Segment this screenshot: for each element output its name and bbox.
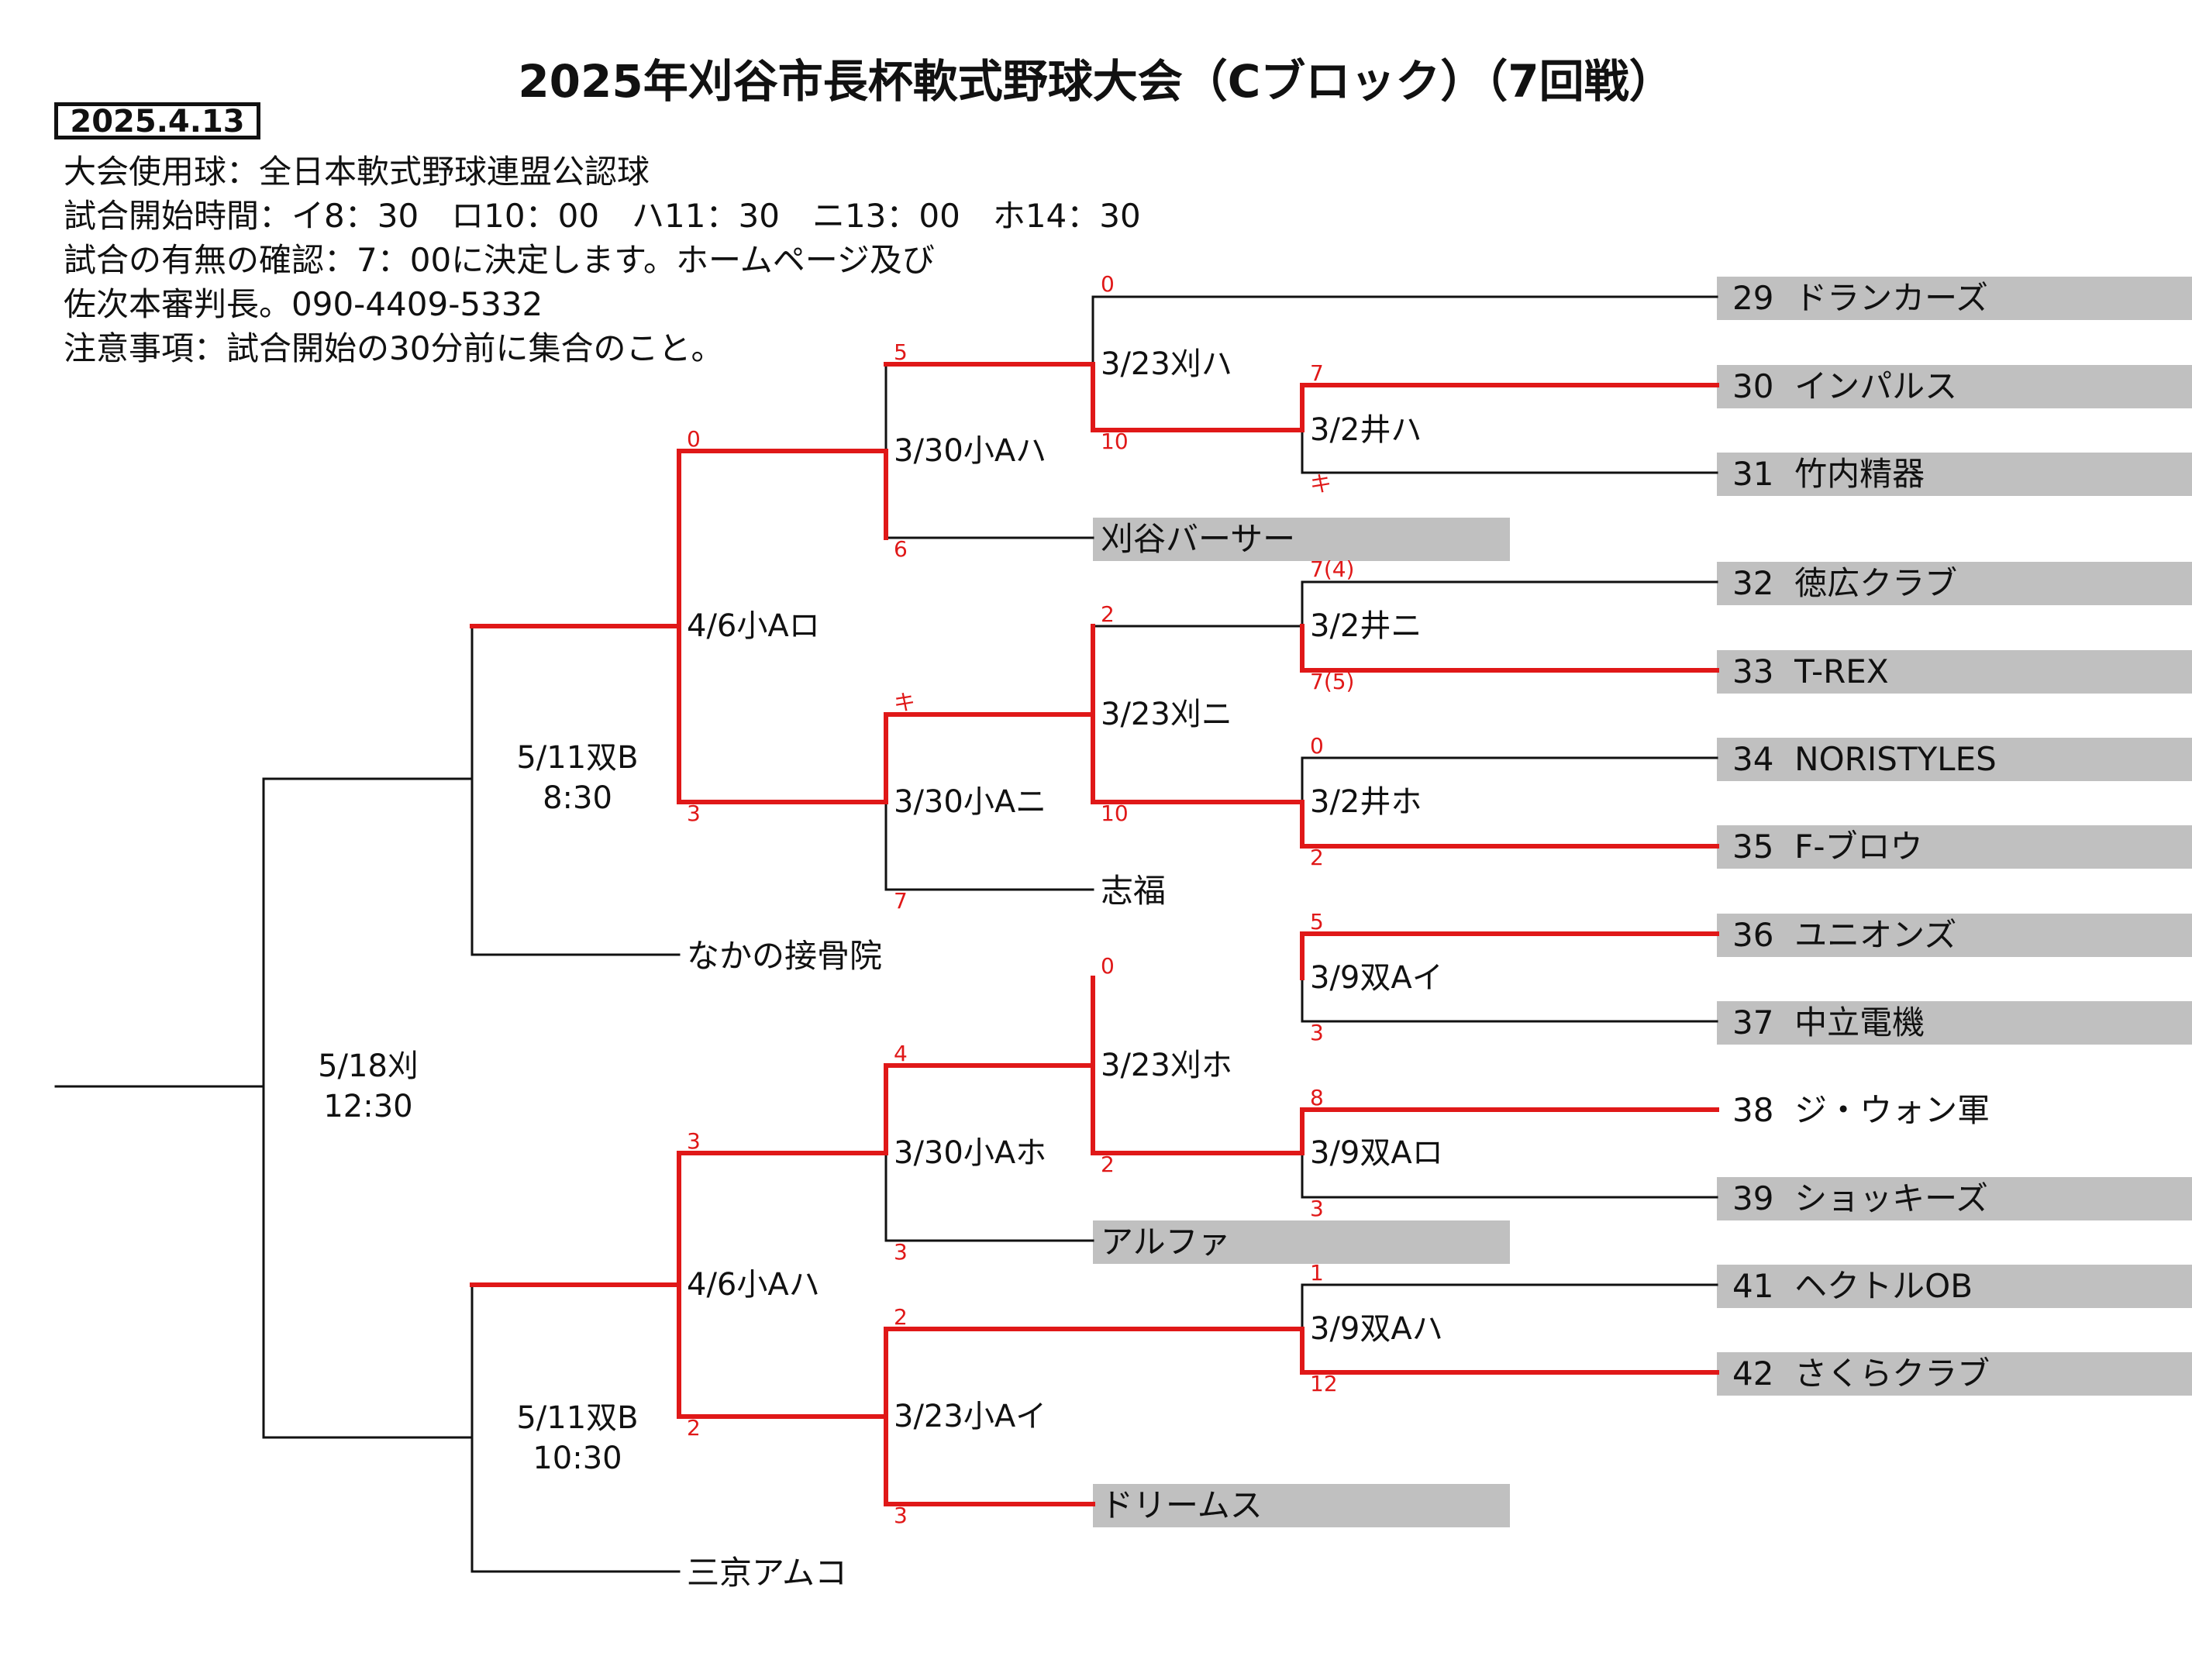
score: 2 [687, 1415, 701, 1441]
score: 7(5) [1310, 669, 1355, 694]
team-38: 38 ジ・ウォン軍 [1732, 1091, 1990, 1129]
match-label: 3/2井ハ [1310, 412, 1422, 448]
score: 0 [1310, 733, 1324, 759]
team-shifuku: 志福 [1101, 872, 1167, 910]
score: 7 [894, 888, 908, 914]
team-nakano-sekkotsuin: なかの接骨院 [687, 937, 883, 975]
team-alpha: アルファ [1101, 1223, 1231, 1261]
team-bar [1717, 825, 2192, 869]
team-bar [1093, 1484, 1510, 1527]
page-title: 2025年刈谷市長杯軟式野球大会（Cブロック）（7回戦） [518, 55, 1674, 108]
team-34: 34 NORISTYLES [1732, 740, 1997, 778]
score: 7(4) [1310, 556, 1355, 582]
team-bar [1717, 914, 2192, 957]
match-time: 8:30 [543, 780, 612, 816]
info-ball: 大会使用球：全日本軟式野球連盟公認球 [64, 153, 650, 191]
final-date: 5/18刈 [318, 1048, 419, 1084]
score: 3 [1310, 1020, 1324, 1045]
score: キ [1310, 471, 1332, 497]
team-bar [1093, 518, 1510, 561]
info-start-times: 試合開始時間：イ8：30 ロ10：00 ハ11：30 ニ13：00 ホ14：30 [64, 197, 1141, 235]
score: 4 [894, 1041, 908, 1066]
score: 2 [894, 1304, 908, 1330]
info-notes: 注意事項：試合開始の30分前に集合のこと。 [64, 329, 724, 367]
team-41: 41 ヘクトルOB [1732, 1267, 1973, 1305]
score: 2 [1101, 601, 1115, 627]
score: 12 [1310, 1371, 1338, 1396]
score: 3 [894, 1503, 908, 1528]
score: 3 [687, 1128, 701, 1154]
match-time: 10:30 [532, 1441, 622, 1476]
team-36: 36 ユニオンズ [1732, 916, 1957, 954]
team-33: 33 T-REX [1732, 652, 1889, 690]
score: 2 [1310, 845, 1324, 870]
team-29: 29 ドランカーズ [1732, 279, 1989, 317]
score: 3 [894, 1239, 908, 1265]
team-bar [1717, 1177, 2192, 1220]
score: 0 [687, 426, 701, 452]
match-label: 3/9双Aハ [1310, 1311, 1443, 1347]
match-label: 3/23刈ハ [1101, 346, 1232, 382]
team-35: 35 F-ブロウ [1732, 828, 1923, 866]
score: 10 [1101, 429, 1129, 454]
team-31: 31 竹内精器 [1732, 455, 1925, 493]
team-sankyo-amuko: 三京アムコ [687, 1554, 848, 1592]
score: 0 [1101, 953, 1115, 979]
score: キ [894, 690, 916, 715]
score: 1 [1310, 1260, 1324, 1286]
match-label: 4/6小Aロ [687, 608, 820, 644]
team-bar [1717, 562, 2192, 605]
score: 5 [1310, 909, 1324, 935]
team-bar [1717, 1001, 2192, 1045]
score: 2 [1101, 1152, 1115, 1177]
match-label: 3/30小Aホ [894, 1135, 1047, 1171]
team-bar [1093, 1220, 1510, 1264]
match-label: 3/2井ホ [1310, 784, 1422, 820]
final-time: 12:30 [323, 1089, 413, 1124]
match-label: 3/2井ニ [1310, 608, 1422, 644]
match-label: 3/9双Aロ [1310, 1135, 1443, 1171]
match-label: 4/6小Aハ [687, 1267, 820, 1303]
match-label: 3/9双Aイ [1310, 960, 1443, 996]
score: 7 [1310, 360, 1324, 386]
match-label: 3/23刈ホ [1101, 1048, 1232, 1083]
score: 8 [1310, 1085, 1324, 1110]
team-39: 39 ショッキーズ [1732, 1179, 1989, 1217]
score: 6 [894, 536, 908, 562]
match-date: 5/11双B [516, 740, 639, 776]
team-kariya-versa: 刈谷バーサー [1101, 520, 1296, 558]
team-bar [1717, 277, 2192, 320]
team-bar [1717, 1352, 2192, 1396]
score: 3 [687, 800, 701, 826]
score: 3 [1310, 1196, 1324, 1221]
match-label: 3/30小Aハ [894, 433, 1047, 469]
team-30: 30 インパルス [1732, 367, 1958, 405]
team-42: 42 さくらクラブ [1732, 1355, 1990, 1393]
team-37: 37 中立電機 [1732, 1004, 1925, 1041]
score: 0 [1101, 271, 1115, 297]
match-label: 3/23小Aイ [894, 1399, 1047, 1434]
team-bar [1717, 365, 2192, 408]
score: 10 [1101, 800, 1129, 826]
match-label: 3/23刈ニ [1101, 697, 1232, 732]
team-bar [1717, 738, 2192, 781]
match-label: 3/30小Aニ [894, 784, 1047, 820]
team-32: 32 徳広クラブ [1732, 564, 1958, 602]
date-box: 2025.4.13 [54, 102, 260, 139]
team-dreams: ドリームス [1101, 1486, 1263, 1524]
team-bar [1717, 650, 2192, 694]
score: 5 [894, 339, 908, 365]
team-bar [1717, 1265, 2192, 1308]
team-bar [1717, 453, 2192, 496]
match-date: 5/11双B [516, 1400, 639, 1436]
info-confirmation: 試合の有無の確認：7：00に決定します。ホームページ及び [64, 241, 935, 279]
info-contact: 佐次本審判長。090-4409-5332 [64, 285, 543, 323]
